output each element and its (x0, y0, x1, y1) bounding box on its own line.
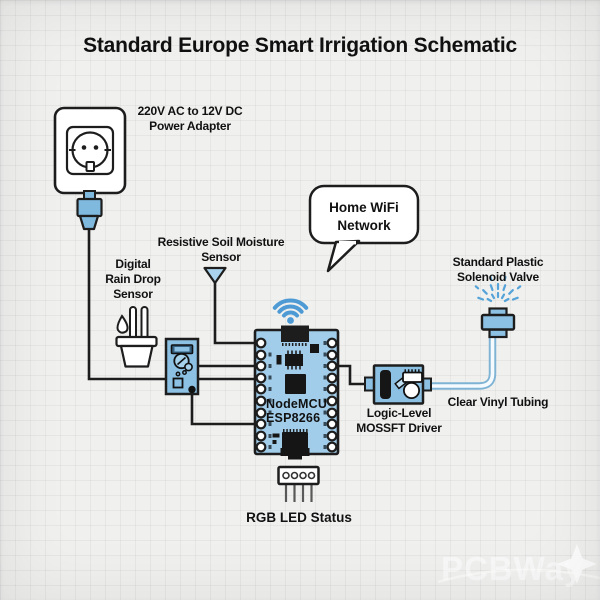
board-name-line2: ESP8266 (266, 411, 320, 425)
wire-soil-to-board (213, 281, 260, 345)
svg-text:Sensor: Sensor (201, 250, 241, 264)
driver-label: Logic-Level MOSSFT Driver (356, 406, 442, 435)
left-pin-header (255, 337, 267, 453)
board-name-line1: NodeMCU (266, 397, 327, 411)
sensor-comparator-module-icon (164, 337, 200, 396)
vinyl-tubing (428, 335, 497, 390)
wire-junction-dot (188, 385, 196, 394)
usb-connector-icon (280, 432, 310, 460)
rain-drop-pot-icon (115, 306, 158, 368)
right-pin-header (326, 337, 338, 453)
power-plug-icon (76, 190, 103, 231)
soil-sensor-label: Resistive Soil Moisture Sensor (158, 235, 285, 264)
svg-text:Home WiFi: Home WiFi (329, 200, 399, 215)
svg-text:Resistive Soil Moisture: Resistive Soil Moisture (158, 235, 285, 249)
mosfet-transistor-icon (380, 370, 391, 399)
svg-text:Network: Network (337, 218, 391, 233)
wire-board-to-driver (333, 364, 367, 386)
svg-text:MOSSFT Driver: MOSSFT Driver (356, 421, 442, 435)
svg-text:Rain Drop: Rain Drop (105, 272, 161, 286)
esp-soc-chip-icon (285, 374, 306, 394)
bottom-components (272, 433, 280, 444)
solenoid-sprinkler-icon (480, 307, 516, 339)
svg-text:Logic-Level: Logic-Level (367, 406, 431, 420)
soil-probe-icon (203, 266, 227, 285)
spray-droplets (474, 275, 522, 303)
valve-label: Standard Plastic Solenoid Valve (453, 255, 545, 284)
wifi-icon (272, 298, 309, 324)
watermark: PCBWay (437, 544, 600, 587)
watermark-star-icon (557, 544, 597, 584)
svg-text:Sensor: Sensor (113, 287, 153, 301)
svg-text:Solenoid Valve: Solenoid Valve (457, 270, 539, 284)
rain-sensor-label: Digital Rain Drop Sensor (105, 257, 161, 301)
power-adapter-label: 220V AC to 12V DC Power Adapter (138, 104, 244, 133)
wires (87, 226, 367, 426)
nodemcu-board-icon: NodeMCU ESP8266 (253, 325, 340, 460)
tubing-label: Clear Vinyl Tubing (448, 395, 549, 409)
wire-module-junction-to-board (190, 389, 260, 426)
speech-bubble: Home WiFi Network (308, 184, 420, 273)
svg-text:Digital: Digital (115, 257, 150, 271)
flash-chip-icon (276, 350, 303, 370)
page-title: Standard Europe Smart Irrigation Schemat… (83, 34, 517, 57)
eu-wall-socket-icon (53, 106, 127, 195)
pin-label-marks (268, 341, 327, 449)
mosfet-driver-icon (364, 364, 432, 405)
water-droplet-icon (116, 314, 129, 334)
rgb-led-header-icon (277, 465, 320, 502)
svg-text:220V AC to 12V DC: 220V AC to 12V DC (138, 104, 243, 118)
rgb-led-label: RGB LED Status (246, 510, 352, 525)
antenna-icon (281, 325, 309, 342)
wire-power-to-module (87, 226, 170, 381)
svg-text:Power Adapter: Power Adapter (149, 119, 231, 133)
component-block (310, 344, 319, 353)
watermark-text: PCBWay (441, 550, 583, 587)
svg-text:Standard Plastic: Standard Plastic (453, 255, 544, 269)
